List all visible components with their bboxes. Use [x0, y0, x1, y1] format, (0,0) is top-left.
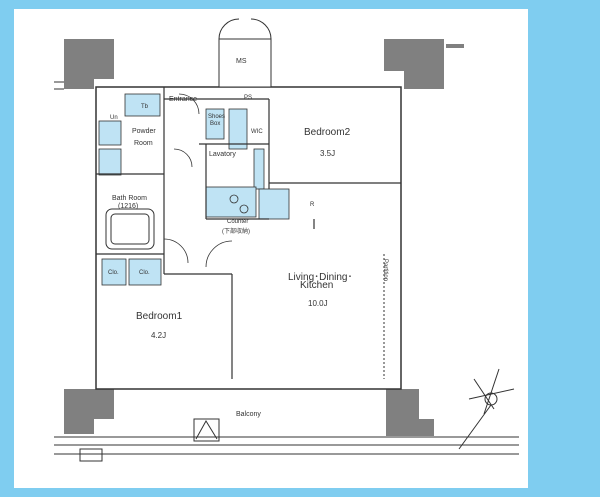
counter-line1: Counter — [227, 219, 249, 225]
closet-1-label: Clo. — [108, 270, 119, 276]
entrance-label: Entrance — [169, 96, 198, 103]
shoes-box-line2: Box — [210, 121, 221, 127]
powder-room-line2: Room — [134, 140, 153, 147]
living-dining-kitchen-line2: Kitchen — [300, 280, 334, 291]
bedroom2-size: 3.5J — [320, 149, 336, 158]
partition-label: Partition — [382, 259, 388, 282]
counter-line2: (下部収納) — [222, 229, 250, 235]
lavatory-label: Lavatory — [209, 151, 236, 158]
ps-label: PS — [244, 95, 253, 101]
un-label: Un — [110, 115, 118, 121]
living-dining-kitchen-line1: Living･Dining･ — [288, 272, 353, 283]
floor-plan-drawing — [54, 18, 519, 462]
powder-room-line1: Powder — [132, 128, 156, 135]
living-dining-kitchen-size: 10.0J — [308, 299, 328, 308]
ms-label: MS — [236, 58, 247, 65]
bedroom2-label: Bedroom2 — [304, 127, 351, 138]
balcony-label: Balcony — [236, 411, 261, 418]
bath-room-line2: (1216) — [118, 203, 139, 210]
bedroom1-size: 4.2J — [151, 331, 167, 340]
shoes-box-line1: Shoes — [208, 114, 226, 120]
bedroom1-label: Bedroom1 — [136, 311, 183, 322]
bath-room-line1: Bath Room — [112, 195, 148, 202]
tb-label: Tb — [141, 104, 149, 110]
refrigerator-label: R — [310, 202, 315, 208]
wic-label: WIC — [251, 129, 263, 135]
floor-plan: MS Entrance PS Tb Un Bedroom2 3.5J Powde… — [14, 9, 528, 488]
closet-2-label: Clo. — [139, 270, 150, 276]
